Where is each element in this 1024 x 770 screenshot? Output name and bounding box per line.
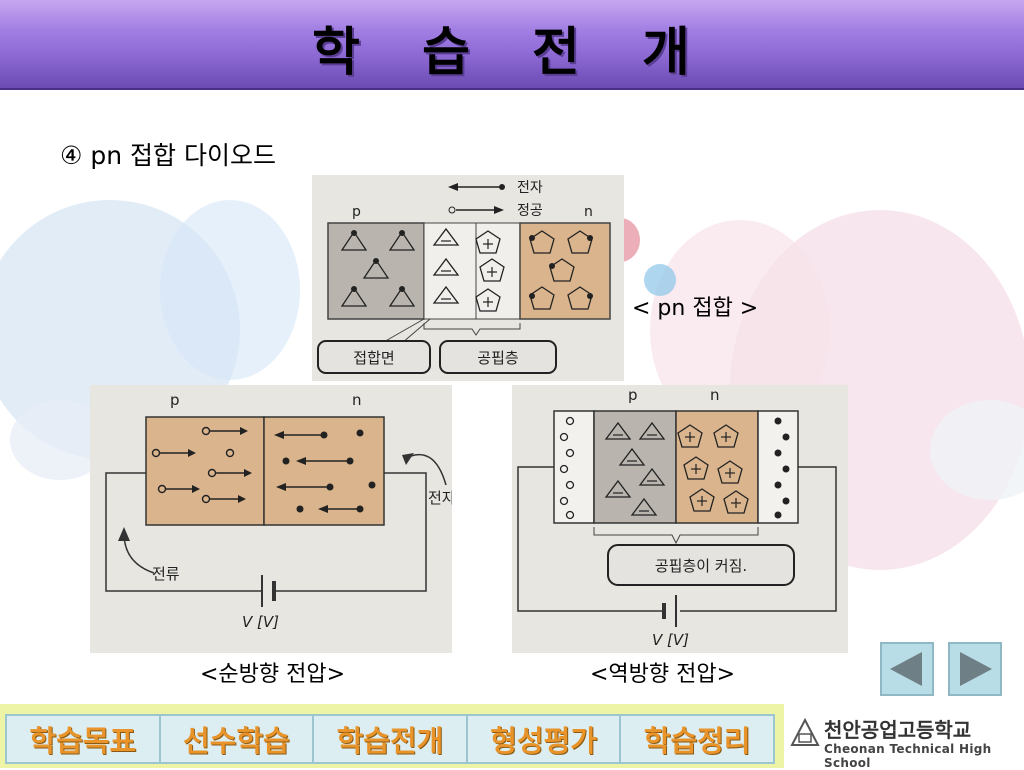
forward-voltage-label: V [V] bbox=[242, 613, 279, 631]
menu-item-development[interactable]: 학습전개 bbox=[314, 716, 468, 762]
reverse-bias-caption: <역방향 전압> bbox=[590, 662, 736, 687]
reverse-callout-label: 공핍층이 커짐. bbox=[655, 557, 747, 575]
legend-electron-label: 전자 bbox=[517, 180, 543, 196]
forward-current-label: 전류 bbox=[152, 565, 180, 583]
reverse-n-region bbox=[675, 410, 759, 524]
reverse-bias-figure: p n bbox=[512, 385, 848, 653]
forward-p-label: p bbox=[170, 391, 180, 409]
menu-item-prerequisite[interactable]: 선수학습 bbox=[161, 716, 315, 762]
next-button[interactable] bbox=[948, 642, 1002, 696]
depletion-callout bbox=[439, 340, 557, 374]
prev-button[interactable] bbox=[880, 642, 934, 696]
pn-junction-caption: < pn 접합 > bbox=[632, 296, 759, 321]
menu-item-goals[interactable]: 학습목표 bbox=[7, 716, 161, 762]
forward-bias-caption: <순방향 전압> bbox=[200, 662, 346, 687]
junction-callout-label: 접합면 bbox=[353, 349, 394, 367]
reverse-voltage-label: V [V] bbox=[652, 631, 689, 649]
school-logo: 천안공업고등학교 Cheonan Technical High School bbox=[784, 704, 1024, 770]
n-region-label: n bbox=[584, 204, 593, 220]
forward-electron-label: 전자 bbox=[428, 489, 452, 507]
school-name-english: Cheonan Technical High School bbox=[824, 742, 992, 770]
reverse-p-label: p bbox=[628, 386, 638, 404]
triangle-left-icon bbox=[890, 652, 922, 686]
menu-item-assessment[interactable]: 형성평가 bbox=[468, 716, 622, 762]
menu-item-summary[interactable]: 학습정리 bbox=[643, 724, 751, 758]
triangle-right-icon bbox=[960, 652, 992, 686]
reverse-n-label: n bbox=[710, 386, 720, 404]
depletion-callout-label: 공핍층 bbox=[477, 349, 518, 367]
header-bar: 학 습 전 개 bbox=[0, 0, 1024, 90]
school-emblem-icon bbox=[790, 718, 820, 746]
n-region bbox=[519, 222, 611, 320]
legend-hole-label: 정공 bbox=[517, 203, 543, 219]
section-subtitle: ④ pn 접합 다이오드 bbox=[60, 141, 276, 170]
school-name: 천안공업고등학교 bbox=[824, 718, 972, 742]
pn-junction-figure: 전자 정공 p n bbox=[312, 175, 624, 381]
forward-n-label: n bbox=[352, 391, 362, 409]
p-region-label: p bbox=[352, 204, 361, 220]
menu-bar: 학습목표 선수학습 학습전개 형성평가 학습정리 bbox=[5, 714, 775, 764]
reverse-callout bbox=[607, 544, 795, 586]
page-title: 학 습 전 개 bbox=[312, 23, 712, 83]
forward-bias-figure: p n bbox=[90, 385, 456, 653]
reverse-p-region bbox=[593, 410, 677, 524]
junction-callout bbox=[317, 340, 431, 374]
